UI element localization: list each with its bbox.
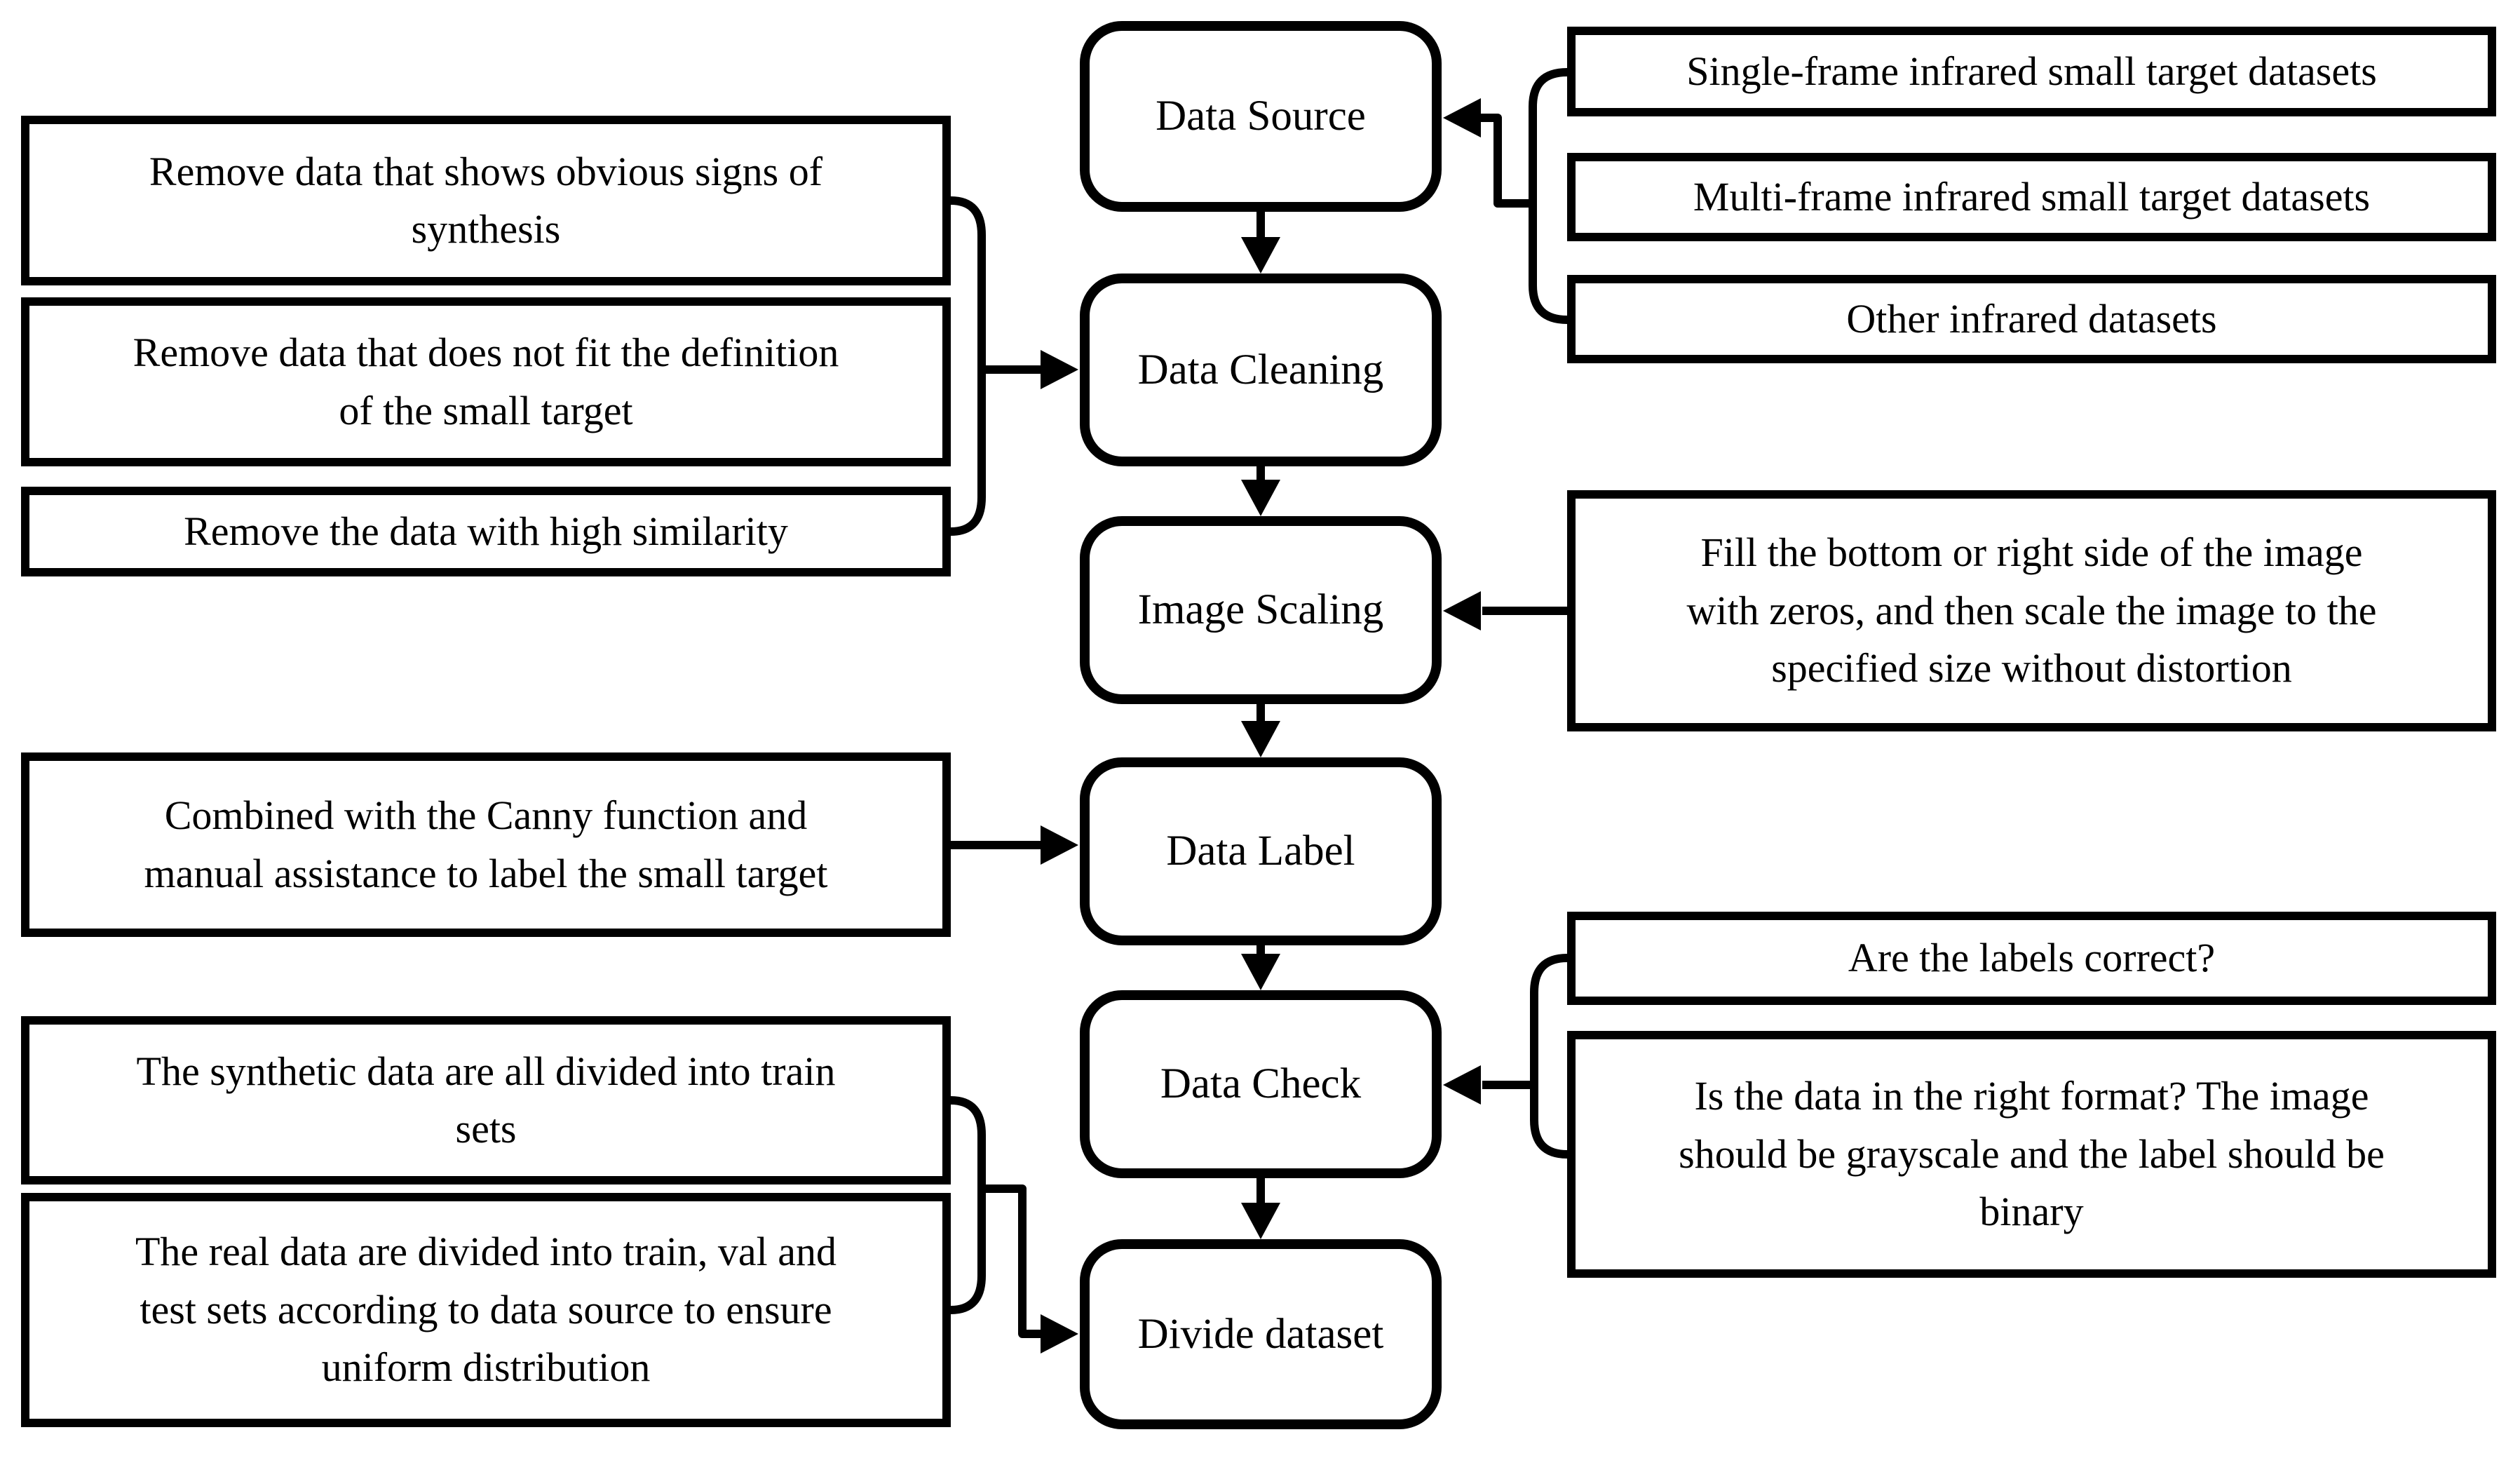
flow-node-divide-dataset: Divide dataset xyxy=(1080,1239,1442,1429)
note-remove-high-similarity: Remove the data with high similarity xyxy=(21,487,951,576)
flow-node-data-label: Data Label xyxy=(1080,757,1442,945)
note-synthetic-train-sets: The synthetic data are all divided into … xyxy=(21,1016,951,1184)
arrow-data-cleaning-to-image-scaling xyxy=(1241,463,1280,516)
arrow-data-label-to-data-check xyxy=(1241,943,1280,990)
arrow-image-scaling-to-data-label xyxy=(1241,701,1280,757)
flow-node-image-scaling: Image Scaling xyxy=(1080,516,1442,704)
note-data-format: Is the data in the right format? The ima… xyxy=(1567,1031,2496,1278)
flow-node-data-check: Data Check xyxy=(1080,990,1442,1178)
brace-checks-to-data-check xyxy=(1443,954,1568,1159)
brace-split-rules-to-divide-dataset xyxy=(950,1096,1078,1354)
note-other-infrared-datasets: Other infrared datasets xyxy=(1567,275,2496,363)
note-multi-frame-datasets: Multi-frame infrared small target datase… xyxy=(1567,153,2496,241)
note-labels-correct: Are the labels correct? xyxy=(1567,912,2496,1005)
arrow-data-check-to-divide-dataset xyxy=(1241,1175,1280,1239)
brace-rules-to-data-cleaning xyxy=(950,196,1078,536)
flow-node-data-source: Data Source xyxy=(1080,21,1442,212)
flow-node-data-cleaning: Data Cleaning xyxy=(1080,274,1442,466)
note-remove-not-fit-definition: Remove data that does not fit the defini… xyxy=(21,297,951,466)
note-real-data-split: The real data are divided into train, va… xyxy=(21,1193,951,1427)
note-remove-obvious-synthesis: Remove data that shows obvious signs of … xyxy=(21,116,951,285)
arrow-fill-note-to-image-scaling xyxy=(1443,591,1567,630)
note-canny-labeling: Combined with the Canny function and man… xyxy=(21,752,951,937)
arrow-data-source-to-data-cleaning xyxy=(1241,210,1280,274)
brace-datasets-to-data-source xyxy=(1443,68,1568,324)
note-image-fill-scaling: Fill the bottom or right side of the ima… xyxy=(1567,490,2496,731)
note-single-frame-datasets: Single-frame infrared small target datas… xyxy=(1567,27,2496,116)
arrow-canny-note-to-data-label xyxy=(951,825,1078,865)
